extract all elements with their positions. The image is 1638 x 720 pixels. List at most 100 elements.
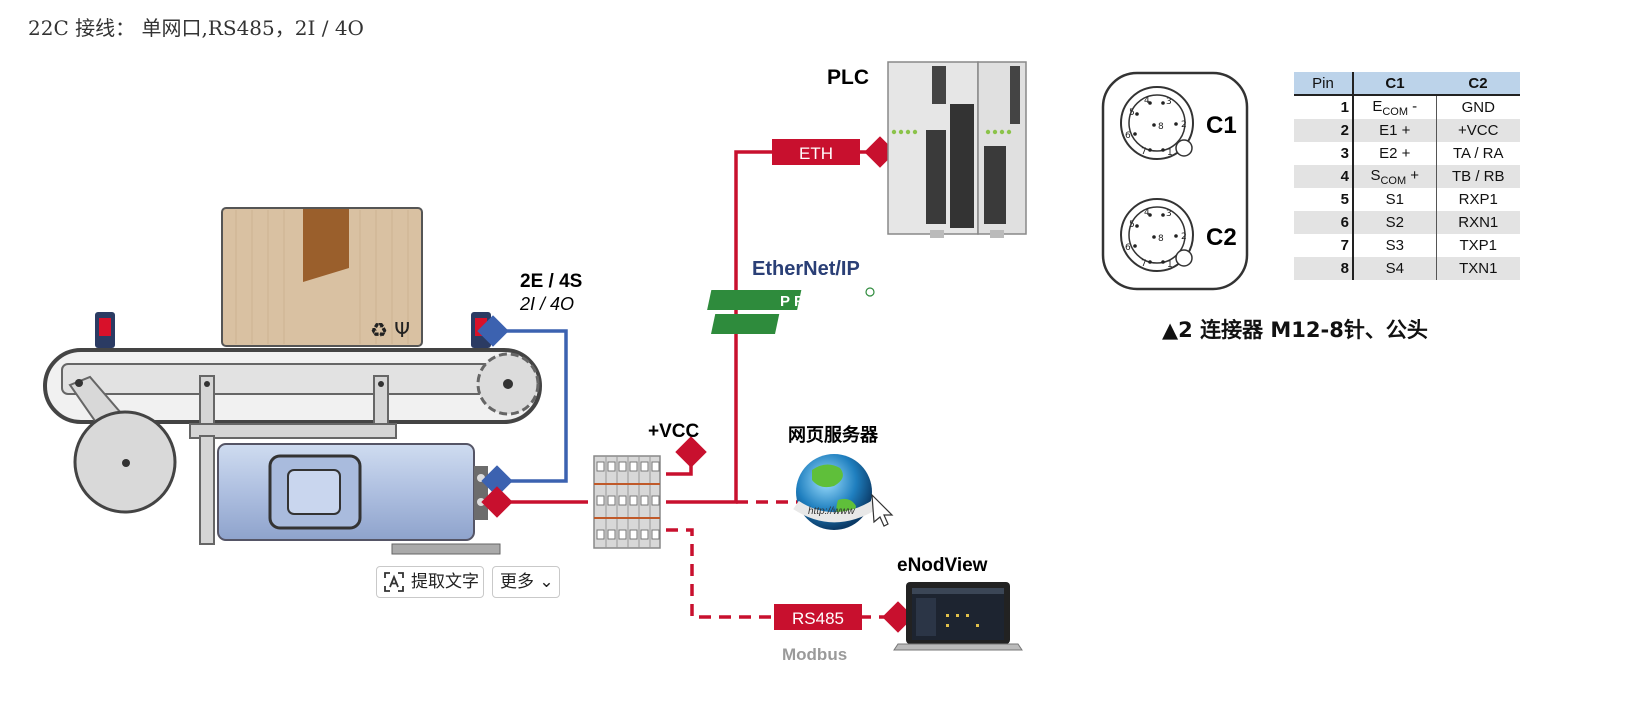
- extract-text-label: 提取文字: [411, 572, 479, 592]
- profinet-line2: NET: [786, 317, 828, 334]
- more-button[interactable]: 更多 ⌄: [492, 566, 560, 598]
- c1-signal-suffix: +: [1406, 166, 1420, 184]
- svg-text:2: 2: [1181, 120, 1187, 130]
- pin-number: 6: [1294, 211, 1354, 234]
- table-row: 8 S4 TXN1: [1294, 257, 1520, 280]
- extract-text-button[interactable]: 提取文字: [376, 566, 484, 598]
- c1-signal: E2 +: [1353, 142, 1437, 165]
- pin-table-header: Pin C1 C2: [1294, 72, 1520, 95]
- pin-column-header: Pin: [1294, 72, 1354, 95]
- svg-text:3: 3: [1166, 209, 1172, 219]
- connector-c2-label: C2: [1206, 224, 1237, 251]
- motor-icon: [217, 443, 488, 541]
- webserver-label: 网页服务器: [788, 424, 879, 446]
- laptop-icon: [893, 582, 1023, 651]
- table-row: 5 S1 RXP1: [1294, 188, 1520, 211]
- c2-signal: RXP1: [1458, 191, 1498, 208]
- c1-signal: SCOM +: [1353, 165, 1437, 188]
- pin-number: 7: [1294, 234, 1354, 257]
- c1-signal: E1 +: [1353, 119, 1437, 142]
- c2-signal: TB / RB: [1436, 165, 1520, 188]
- pin-number: 1: [1294, 95, 1354, 119]
- svg-text:8: 8: [1158, 122, 1164, 132]
- pin-number: 3: [1294, 142, 1354, 165]
- svg-text:4: 4: [1144, 96, 1150, 106]
- c1-signal-text: S3: [1385, 237, 1404, 254]
- more-label: 更多 ⌄: [500, 572, 554, 592]
- c1-signal-text: S4: [1385, 260, 1404, 277]
- svg-text:3: 3: [1166, 97, 1172, 107]
- table-row: 3 E2 + TA / RA: [1294, 142, 1520, 165]
- c1-signal: S3: [1353, 234, 1437, 257]
- c2-signal: GND: [1461, 99, 1495, 116]
- plc-label: PLC: [827, 66, 869, 89]
- svg-text:1: 1: [1167, 260, 1173, 270]
- c1-signal: S2: [1353, 211, 1437, 234]
- c1-signal-text: E1 +: [1379, 122, 1411, 139]
- eth-tag: [772, 139, 860, 165]
- c1-signal-text: S2: [1385, 214, 1404, 231]
- svg-text:7: 7: [1141, 147, 1147, 157]
- c1-signal-subscript: COM: [1382, 105, 1408, 118]
- svg-text:1: 1: [1167, 148, 1173, 158]
- connector-caption: ▲2 连接器 M12-8针、公头: [1162, 318, 1428, 342]
- svg-text:5: 5: [1129, 220, 1135, 230]
- c2-column-header: C2: [1436, 72, 1520, 95]
- table-row: 7 S3 TXP1: [1294, 234, 1520, 257]
- page-title: 22C 接线： 单网口,RS485，2I / 4O: [28, 16, 364, 40]
- c2-signal: TA / RA: [1452, 145, 1504, 162]
- c2-signal: TXN1: [1436, 257, 1520, 280]
- table-row: 6 S2 RXN1: [1294, 211, 1520, 234]
- enodview-label: eNodView: [897, 555, 988, 576]
- globe-icon: http://www: [793, 454, 894, 530]
- c2-signal: RXN1: [1436, 211, 1520, 234]
- svg-text:6: 6: [1125, 131, 1131, 141]
- vcc-label: +VCC: [648, 421, 699, 442]
- svg-text:8: 8: [1158, 234, 1164, 244]
- signal-wire: [477, 315, 568, 497]
- rs485-tag: [774, 604, 862, 630]
- connector-c1-label: C1: [1206, 112, 1237, 139]
- pin-number: 4: [1294, 165, 1354, 188]
- ethernetip-logo: EtherNet/IP: [752, 258, 860, 280]
- c1-signal: S4: [1353, 257, 1437, 280]
- conveyor-belt-icon: [43, 348, 542, 555]
- io-label-main: 2E / 4S: [520, 271, 582, 292]
- svg-text:7: 7: [1141, 259, 1147, 269]
- c1-signal-suffix: -: [1408, 97, 1418, 115]
- connector-c1: 4 3 5 2 67 1 8 C1: [1120, 86, 1237, 160]
- cardboard-box-icon: ♻ Ψ: [221, 207, 423, 347]
- c1-signal-subscript: COM: [1380, 174, 1407, 187]
- pin-number: 5: [1294, 188, 1354, 211]
- svg-text:2: 2: [1181, 232, 1187, 242]
- c1-signal: ECOM -: [1353, 95, 1437, 119]
- c2-signal: TXP1: [1459, 237, 1497, 254]
- profinet-logo: PROFI NET: [707, 287, 875, 334]
- profinet-line1: PROFI: [780, 293, 846, 310]
- terminal-block-icon: [593, 455, 661, 549]
- rs485-wire: [666, 528, 914, 633]
- pin-number: 8: [1294, 257, 1354, 280]
- c1-signal-text: E: [1372, 97, 1383, 115]
- modbus-label: Modbus: [782, 645, 847, 664]
- globe-text: http://www: [808, 506, 855, 517]
- c1-signal-text: E2 +: [1379, 145, 1411, 162]
- eth-tag-label: ETH: [799, 144, 833, 163]
- svg-text:5: 5: [1129, 108, 1135, 118]
- plc-icon: [887, 61, 1027, 238]
- rs485-tag-label: RS485: [792, 609, 844, 628]
- c1-signal: S1: [1353, 188, 1437, 211]
- c1-signal-text: S: [1370, 166, 1381, 184]
- svg-text:6: 6: [1125, 243, 1131, 253]
- io-label-sub: 2I / 4O: [519, 294, 574, 314]
- c1-signal-text: S1: [1385, 191, 1404, 208]
- pin-number: 2: [1294, 119, 1354, 142]
- vcc-wire: [666, 436, 707, 476]
